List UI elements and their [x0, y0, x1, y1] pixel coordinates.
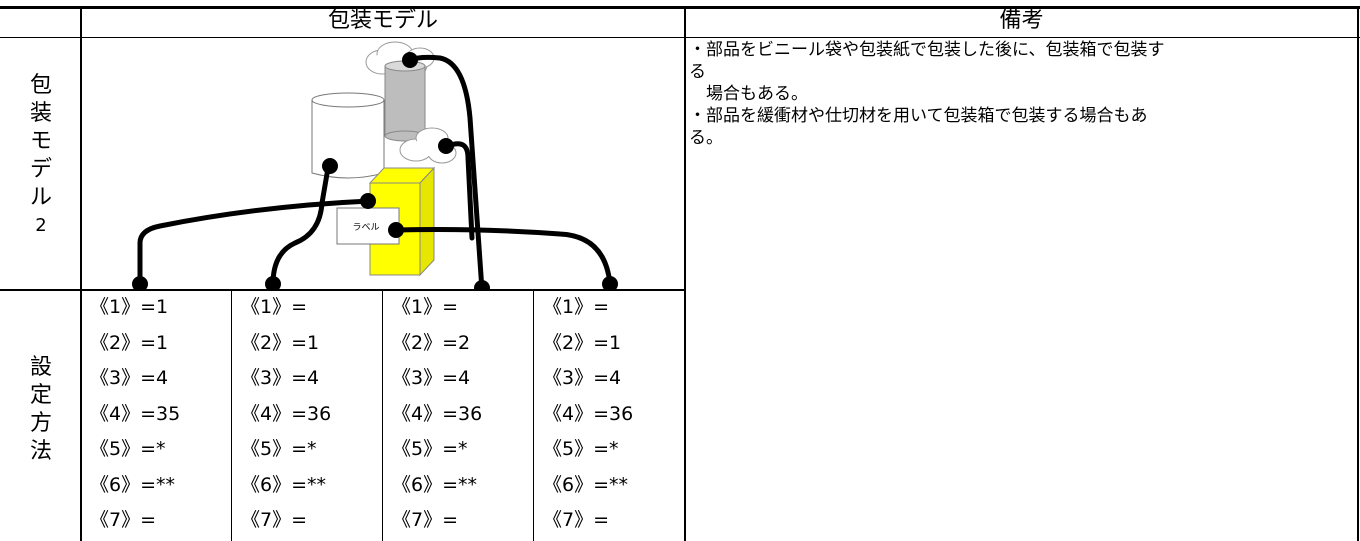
setting-item: 《2》=2 — [392, 331, 471, 354]
leader-line-bag — [270, 165, 331, 287]
setting-item: 《4》=36 — [392, 402, 483, 425]
notes-line: 場合もある。 — [689, 84, 808, 104]
grid-top-border — [0, 6, 1360, 9]
grid-right-border — [1357, 6, 1359, 541]
settings-row-label-char: 法 — [29, 439, 52, 464]
leader-line-label — [393, 227, 613, 287]
grid-model-bottom — [0, 289, 686, 291]
label-tag-text: ラベル — [352, 222, 379, 233]
dot-col-1 — [132, 276, 148, 292]
setting-item: 《1》=1 — [90, 296, 169, 318]
notes-text: ・部品をビニール袋や包装紙で包装した後に、包装箱で包装す る 場合もある。 ・部… — [689, 39, 1349, 149]
grid-col-2 — [382, 290, 383, 541]
notes-column-header: 備考 — [999, 8, 1044, 33]
setting-item: 《5》=* — [90, 438, 166, 460]
settings-row-label-char: 定 — [29, 383, 52, 408]
leader-line-cloud — [407, 54, 485, 293]
setting-item: 《5》=* — [392, 438, 468, 460]
model-row-label-char: デ — [29, 157, 52, 182]
leader-line-box — [137, 198, 373, 287]
notes-line: ・部品をビニール袋や包装紙で包装した後に、包装箱で包装す — [689, 40, 1165, 60]
settings-column-1: 《1》=1 《2》=1 《3》=4 《4》=35 《5》=* 《6》=** 《7… — [90, 290, 180, 539]
dot-col-4 — [602, 276, 618, 292]
settings-row-label-char: 方 — [29, 411, 52, 436]
setting-item: 《3》=4 — [90, 367, 169, 389]
setting-item: 《6》=** — [392, 473, 478, 496]
dot-label — [388, 222, 404, 238]
model-row-label-char: ル — [29, 185, 52, 210]
setting-item: 《4》=36 — [543, 402, 634, 425]
dot-box — [360, 193, 376, 209]
model-row-label-char: 包 — [29, 73, 52, 98]
setting-item: 《2》=1 — [241, 331, 320, 354]
can-part — [384, 60, 426, 142]
notes-line: る。 — [689, 128, 723, 148]
leader-dots — [132, 52, 618, 296]
grid-col-3 — [533, 290, 534, 541]
packaging-model-diagram: ラベル — [80, 38, 684, 296]
model-row-label: 包 装 モ デ ル 2 — [4, 72, 78, 240]
setting-item: 《6》=** — [543, 473, 629, 496]
model-row-label-char: モ — [29, 129, 52, 154]
setting-item: 《5》=* — [241, 438, 317, 460]
setting-item: 《4》=36 — [241, 402, 332, 425]
dot-cloud-middle — [438, 138, 454, 154]
leader-lines — [137, 54, 613, 293]
model-row-label-char: 2 — [35, 215, 47, 236]
setting-item: 《3》=4 — [241, 367, 320, 389]
setting-item: 《2》=1 — [90, 331, 169, 354]
setting-item: 《1》= — [241, 296, 308, 318]
notes-line: る — [689, 62, 706, 82]
dot-col-3 — [474, 280, 490, 296]
dot-col-2 — [265, 276, 281, 292]
setting-item: 《2》=1 — [543, 331, 622, 354]
setting-item: 《6》=** — [90, 473, 176, 496]
settings-column-4: 《1》= 《2》=1 《3》=4 《4》=36 《5》=* 《6》=** 《7》… — [543, 290, 633, 539]
setting-item: 《1》= — [392, 296, 459, 318]
model-row-label-char: 装 — [29, 101, 52, 126]
packaging-diagram-svg: ラベル — [132, 41, 618, 296]
grid-header-bottom — [0, 37, 1360, 38]
setting-item: 《6》=** — [241, 473, 327, 496]
setting-item: 《7》= — [543, 509, 610, 531]
grid-middle-border — [684, 6, 686, 541]
setting-item: 《5》=* — [543, 438, 619, 460]
dot-cloud — [402, 52, 418, 68]
grid-col-1 — [231, 290, 232, 541]
dot-bag — [322, 158, 338, 174]
settings-column-2: 《1》= 《2》=1 《3》=4 《4》=36 《5》=* 《6》=** 《7》… — [241, 290, 331, 539]
settings-row-label-char: 設 — [29, 355, 52, 380]
setting-item: 《7》= — [392, 509, 459, 531]
setting-item: 《7》= — [90, 509, 157, 531]
settings-row-label: 設 定 方 法 — [4, 354, 78, 466]
setting-item: 《3》=4 — [543, 367, 622, 389]
label-tag: ラベル — [336, 207, 400, 245]
model-column-header: 包装モデル — [327, 8, 438, 33]
setting-item: 《1》= — [543, 296, 610, 318]
settings-column-3: 《1》= 《2》=2 《3》=4 《4》=36 《5》=* 《6》=** 《7》… — [392, 290, 482, 539]
setting-item: 《3》=4 — [392, 367, 471, 389]
setting-item: 《7》= — [241, 509, 308, 531]
notes-line: ・部品を緩衝材や仕切材を用いて包装箱で包装する場合もあ — [689, 106, 1148, 126]
grid-left-border — [80, 6, 82, 541]
setting-item: 《4》=35 — [90, 402, 181, 425]
